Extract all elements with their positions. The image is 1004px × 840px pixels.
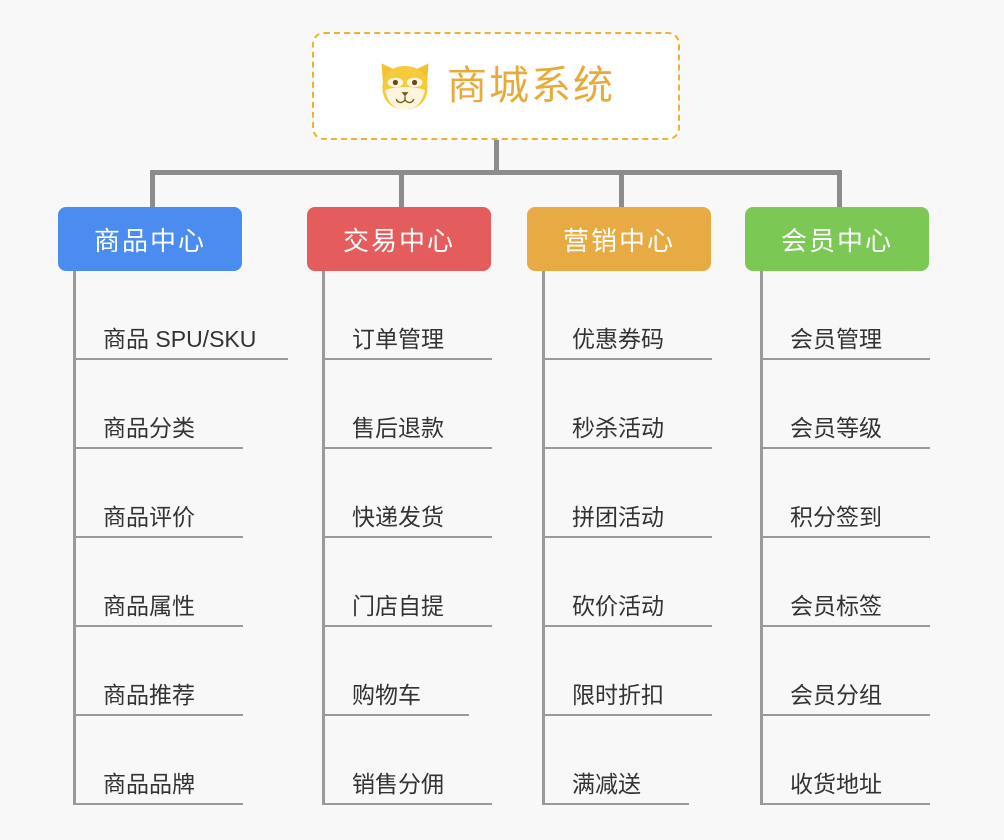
leaf-item-label: 购物车 [352, 681, 421, 708]
leaf-item[interactable]: 购物车 [322, 627, 469, 716]
leaf-item-label: 秒杀活动 [572, 414, 664, 441]
leaf-list-member-center: 会员管理会员等级积分签到会员标签会员分组收货地址 [760, 271, 930, 805]
category-box-member-center[interactable]: 会员中心 [745, 207, 929, 271]
leaf-item[interactable]: 拼团活动 [542, 449, 712, 538]
leaf-item-label: 订单管理 [352, 325, 444, 352]
column-trunk-marketing-center [542, 271, 545, 805]
leaf-item-label: 会员管理 [790, 325, 882, 352]
column-trade-center: 交易中心订单管理售后退款快递发货门店自提购物车销售分佣 [307, 207, 492, 805]
shiba-dog-face-icon [381, 63, 429, 110]
leaf-item-label: 砍价活动 [572, 592, 664, 619]
column-trunk-member-center [760, 271, 763, 805]
leaf-item-label: 售后退款 [352, 414, 444, 441]
category-label: 交易中心 [342, 225, 455, 256]
category-label: 商品中心 [93, 225, 206, 256]
category-box-trade-center[interactable]: 交易中心 [307, 207, 491, 271]
leaf-item-label: 积分签到 [790, 503, 882, 530]
leaf-item[interactable]: 会员等级 [760, 360, 930, 449]
leaf-item[interactable]: 商品品牌 [73, 716, 243, 805]
leaf-list-trade-center: 订单管理售后退款快递发货门店自提购物车销售分佣 [322, 271, 492, 805]
category-box-marketing-center[interactable]: 营销中心 [527, 207, 711, 271]
category-box-product-center[interactable]: 商品中心 [58, 207, 242, 271]
leaf-item-label: 商品评价 [103, 503, 195, 530]
leaf-item-label: 商品品牌 [103, 770, 195, 797]
leaf-item-label: 销售分佣 [352, 770, 444, 797]
leaf-item-label: 商品分类 [103, 414, 195, 441]
leaf-list-product-center: 商品 SPU/SKU 商品分类商品评价商品属性商品推荐商品品牌 [73, 271, 288, 805]
leaf-item[interactable]: 秒杀活动 [542, 360, 712, 449]
connector-horizontal-bus [150, 170, 840, 175]
category-label: 营销中心 [562, 225, 675, 256]
leaf-item[interactable]: 积分签到 [760, 449, 930, 538]
leaf-item[interactable]: 商品 SPU/SKU [73, 271, 288, 360]
connector-root-stem [494, 140, 499, 173]
leaf-item[interactable]: 优惠券码 [542, 271, 712, 360]
leaf-item[interactable]: 快递发货 [322, 449, 492, 538]
leaf-item[interactable]: 商品评价 [73, 449, 243, 538]
leaf-item[interactable]: 砍价活动 [542, 538, 712, 627]
leaf-item[interactable]: 销售分佣 [322, 716, 492, 805]
leaf-list-marketing-center: 优惠券码秒杀活动拼团活动砍价活动限时折扣满减送 [542, 271, 712, 805]
column-product-center: 商品中心商品 SPU/SKU 商品分类商品评价商品属性商品推荐商品品牌 [58, 207, 288, 805]
leaf-item[interactable]: 满减送 [542, 716, 689, 805]
leaf-item[interactable]: 门店自提 [322, 538, 492, 627]
column-trunk-trade-center [322, 271, 325, 805]
leaf-item[interactable]: 商品推荐 [73, 627, 243, 716]
leaf-item-label: 门店自提 [352, 592, 444, 619]
leaf-item-label: 限时折扣 [572, 681, 664, 708]
leaf-item[interactable]: 会员标签 [760, 538, 930, 627]
leaf-item[interactable]: 会员管理 [760, 271, 930, 360]
root-node-shop-system[interactable]: 商城系统 [312, 32, 680, 140]
connector-drop-trade-center [399, 170, 404, 207]
leaf-item-label: 拼团活动 [572, 503, 664, 530]
leaf-item[interactable]: 收货地址 [760, 716, 930, 805]
leaf-item-label: 快递发货 [352, 503, 444, 530]
leaf-item[interactable]: 售后退款 [322, 360, 492, 449]
root-node-title: 商城系统 [447, 64, 615, 108]
leaf-item-label: 满减送 [572, 770, 641, 797]
leaf-item-label: 会员分组 [790, 681, 882, 708]
connector-drop-product-center [150, 170, 155, 207]
column-trunk-product-center [73, 271, 76, 805]
leaf-item-label: 优惠券码 [572, 325, 664, 352]
leaf-item-label: 商品属性 [103, 592, 195, 619]
leaf-item-label: 收货地址 [790, 770, 882, 797]
connector-drop-marketing-center [619, 170, 624, 207]
connector-drop-member-center [837, 170, 842, 207]
leaf-item[interactable]: 商品分类 [73, 360, 243, 449]
category-label: 会员中心 [780, 225, 893, 256]
column-member-center: 会员中心会员管理会员等级积分签到会员标签会员分组收货地址 [745, 207, 930, 805]
leaf-item-label: 商品 SPU/SKU [103, 325, 257, 352]
leaf-item-label: 会员等级 [790, 414, 882, 441]
leaf-item[interactable]: 限时折扣 [542, 627, 712, 716]
leaf-item-label: 会员标签 [790, 592, 882, 619]
leaf-item[interactable]: 订单管理 [322, 271, 492, 360]
leaf-item[interactable]: 商品属性 [73, 538, 243, 627]
leaf-item[interactable]: 会员分组 [760, 627, 930, 716]
leaf-item-label: 商品推荐 [103, 681, 195, 708]
column-marketing-center: 营销中心优惠券码秒杀活动拼团活动砍价活动限时折扣满减送 [527, 207, 712, 805]
